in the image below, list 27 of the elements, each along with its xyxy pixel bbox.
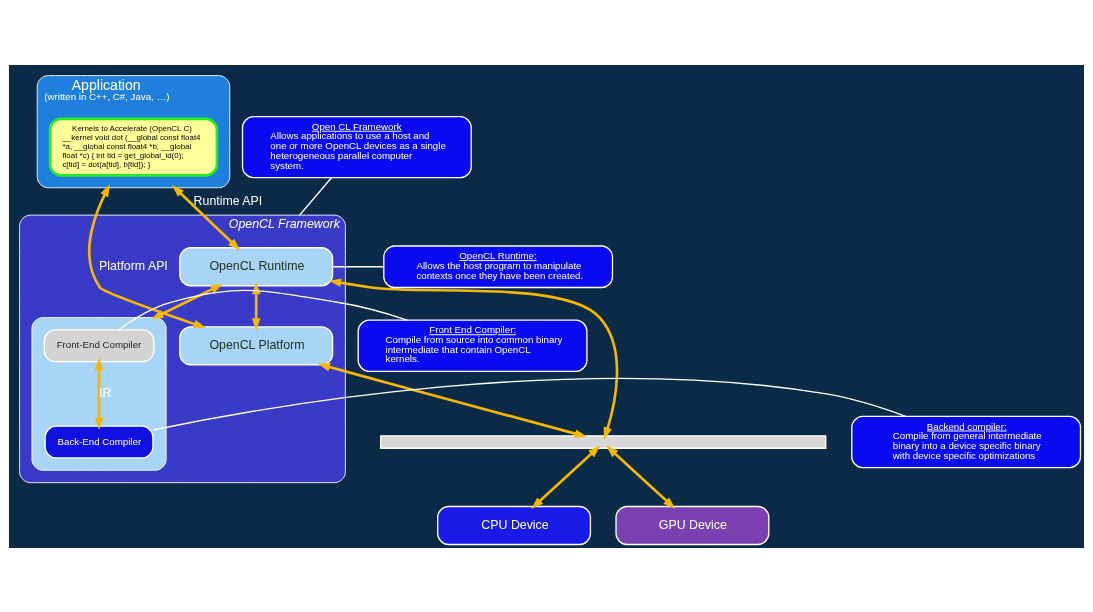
arrow [531,445,601,509]
connector [298,176,333,216]
arrow [251,281,261,331]
node-box: CPU Device [437,505,592,545]
node-bar [380,434,827,449]
connector [152,377,907,431]
node-box: Backend compiler: Compile from general intermediate binary into a device specific binary with device specific optimizations [851,415,1082,468]
arrow [151,283,223,319]
node-box: Back-End Compiler [44,425,154,459]
arrow [317,362,588,438]
node-box: Front-End Compiler [43,328,155,362]
connector [332,265,385,267]
edge-label: Platform API [99,258,168,273]
node-box: GPU Device [615,505,770,545]
node-box: OpenCL Platform [179,325,334,365]
arrow [88,183,206,328]
node-box: Front End Compiler: Compile from source into common binary intermediate that contain OpenCL kernels. [357,319,588,372]
arrow [94,357,104,430]
edge-label: Runtime API [193,193,263,208]
arrow [171,184,241,250]
node-box: OpenCL Runtime [179,246,334,286]
arrow [606,445,676,509]
arrow [328,277,619,440]
node-box: OpenCL Runtime: Allows the host program to manipulate contexts once they have been created. [383,244,614,288]
node-box: Kernels to Accelerate (OpenCL C) __kernel void dot (__global const float4 *a, __global const float4 *b, __global float *c) { int tid = get_global_id(0); c[tid] = dot(a[tid], b[tid]); } [48,117,219,177]
node-box: Open CL Framework Allows applications to use a host and one or more OpenCL devices as a single heterogeneous parallel computer system. [241,115,472,178]
cluster [31,316,167,471]
